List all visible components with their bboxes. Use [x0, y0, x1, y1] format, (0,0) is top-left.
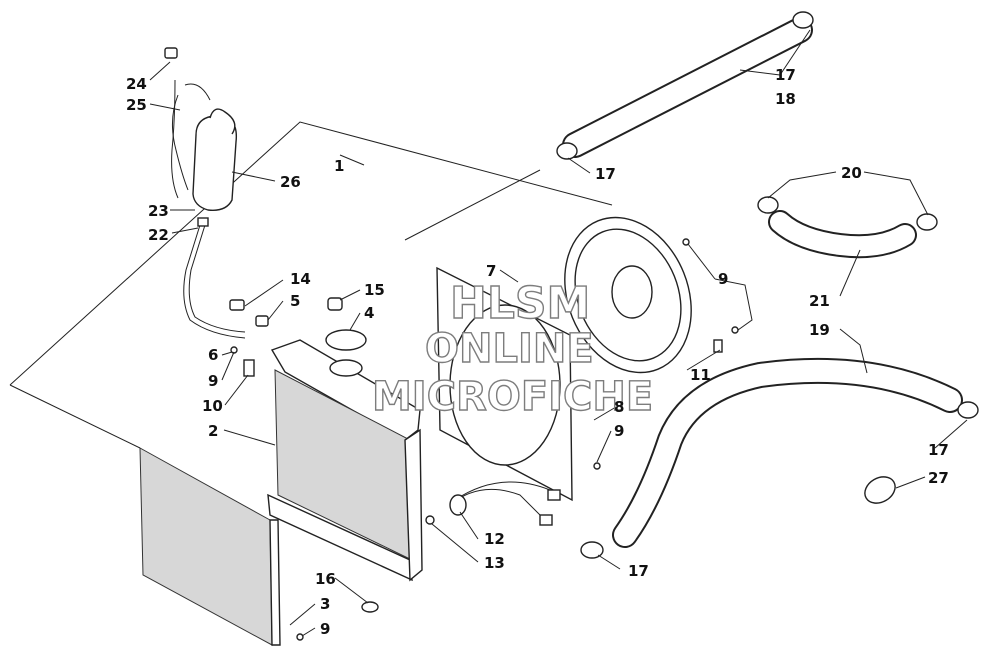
callout-14: 14	[290, 270, 311, 288]
upper-hose	[556, 11, 814, 160]
assembly-outline	[9, 121, 613, 449]
callout-labels: 24 25 26 23 22 1 14 5 15 4 6 9 10 2 7 8 …	[126, 66, 949, 638]
callout-13: 13	[484, 554, 505, 572]
hardware-items	[229, 238, 739, 641]
bypass-hose	[757, 196, 938, 259]
callout-17-top: 17	[775, 66, 796, 84]
callout-1: 1	[334, 157, 344, 175]
watermark: HLSM ONLINE MICROFICHE	[371, 277, 654, 420]
callout-2: 2	[208, 422, 218, 440]
callout-11: 11	[690, 366, 711, 384]
callout-27: 27	[928, 469, 949, 487]
lower-hose	[580, 357, 979, 559]
watermark-line-1: HLSM	[450, 278, 590, 329]
callout-23: 23	[148, 202, 169, 220]
callout-22: 22	[148, 226, 169, 244]
callout-17-upper-left: 17	[595, 165, 616, 183]
leader-lines	[149, 29, 968, 637]
callout-8: 8	[614, 398, 624, 416]
fan-wiring	[425, 481, 561, 526]
callout-12: 12	[484, 530, 505, 548]
callout-19: 19	[809, 321, 830, 339]
callout-7: 7	[486, 262, 496, 280]
callout-26: 26	[280, 173, 301, 191]
callout-17-bottom: 17	[628, 562, 649, 580]
hose-clamp	[864, 476, 896, 504]
cooling-fan	[564, 216, 692, 374]
coolant-reservoir	[164, 47, 246, 339]
callout-25: 25	[126, 96, 147, 114]
callout-3: 3	[320, 595, 330, 613]
callout-5: 5	[290, 292, 300, 310]
radiator	[267, 329, 423, 582]
radiator-screen	[139, 447, 281, 646]
callout-9-fan: 9	[718, 270, 728, 288]
callout-16: 16	[315, 570, 336, 588]
callout-4: 4	[364, 304, 374, 322]
fan-shroud	[436, 266, 573, 502]
callout-9-shroud: 9	[614, 422, 624, 440]
callout-18: 18	[775, 90, 796, 108]
callout-9-left: 9	[208, 372, 218, 390]
callout-17-right: 17	[928, 441, 949, 459]
callout-6: 6	[208, 346, 218, 364]
callout-10: 10	[202, 397, 223, 415]
callout-21: 21	[809, 292, 830, 310]
callout-15: 15	[364, 281, 385, 299]
watermark-line-2: ONLINE	[425, 326, 594, 372]
callout-24: 24	[126, 75, 147, 93]
callout-20: 20	[841, 164, 862, 182]
callout-9-screen: 9	[320, 620, 330, 638]
watermark-line-3: MICROFICHE	[372, 374, 653, 420]
